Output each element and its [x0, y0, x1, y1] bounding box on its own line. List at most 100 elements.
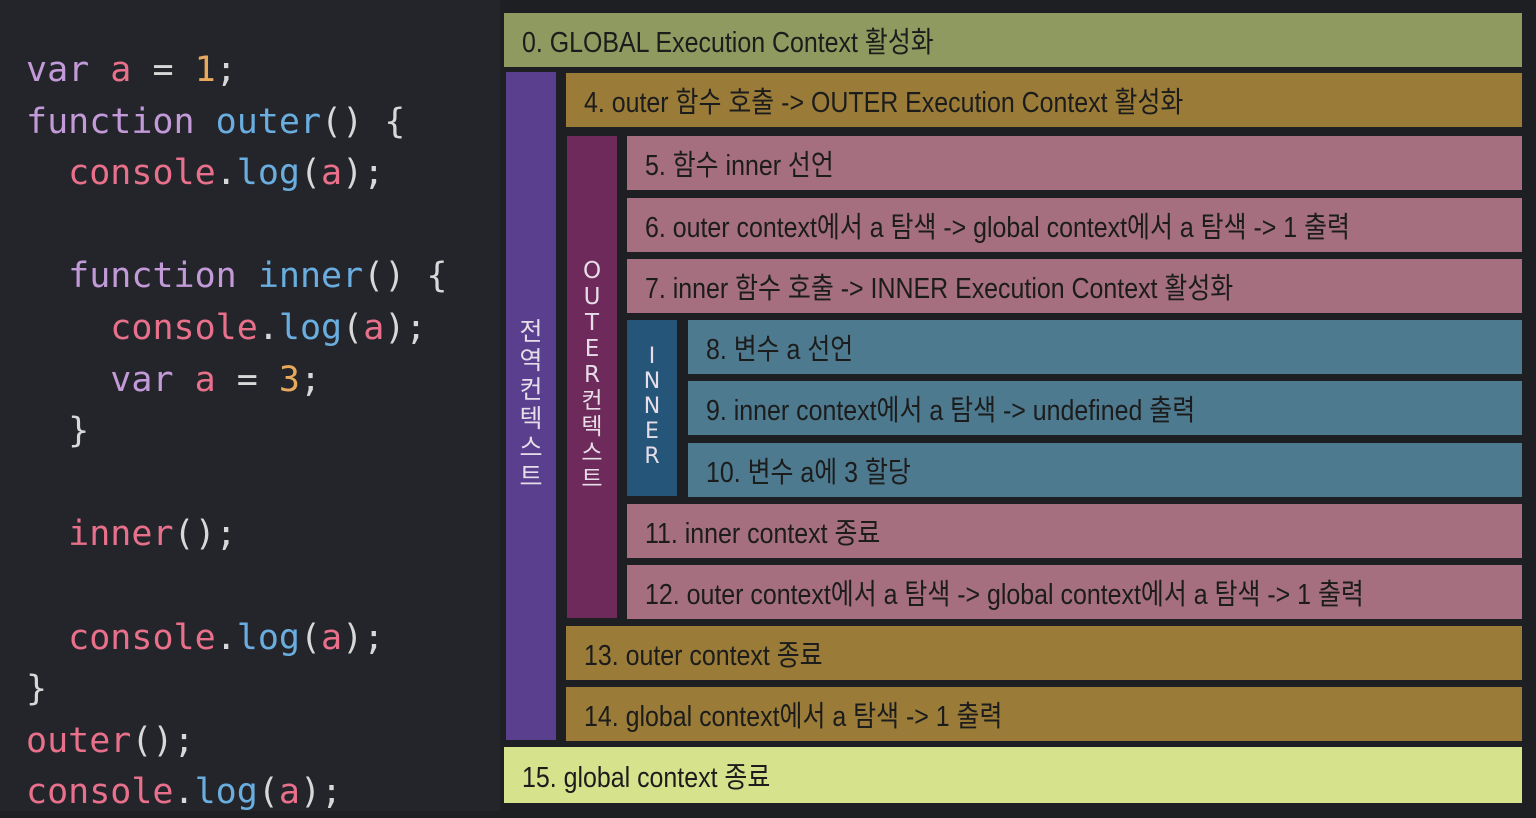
code-token: = — [215, 359, 279, 400]
code-token: function — [68, 256, 237, 297]
step-4: 4. outer 함수 호출 -> OUTER Execution Contex… — [566, 73, 1522, 127]
code-line: var a = 3; — [26, 354, 321, 406]
code-token: console — [26, 772, 174, 813]
code-token: a — [321, 153, 343, 194]
step-8: 8. 변수 a 선언 — [688, 320, 1522, 374]
step-9: 9. inner context에서 a 탐색 -> undefined 출력 — [688, 381, 1522, 435]
step-text: 14. global context에서 a 탐색 -> 1 출력 — [584, 701, 1003, 733]
code-line: console.log(a); — [26, 302, 426, 354]
code-token: inner — [257, 256, 364, 297]
code-token: 1 — [194, 50, 216, 90]
code-token: (); — [131, 720, 195, 761]
step-10: 10. 변수 a에 3 할당 — [688, 443, 1522, 497]
code-line: console.log(a); — [26, 612, 384, 664]
step-text: 0. GLOBAL Execution Context 활성화 — [522, 27, 934, 59]
context-label-char: E — [584, 336, 600, 362]
code-token: ; — [215, 50, 237, 90]
code-line: outer(); — [26, 715, 195, 767]
step-12: 12. outer context에서 a 탐색 -> global conte… — [627, 565, 1522, 619]
context-label-char: R — [584, 362, 600, 388]
context-label-char: O — [582, 258, 602, 284]
code-token: 3 — [278, 359, 300, 400]
code-token: inner — [68, 514, 174, 555]
step-text: 8. 변수 a 선언 — [706, 334, 854, 366]
step-text: 5. 함수 inner 선언 — [645, 150, 834, 182]
context-label-char: 컨 — [581, 388, 603, 414]
code-token: . — [173, 772, 195, 813]
step-11: 11. inner context 종료 — [627, 504, 1522, 558]
step-text: 6. outer context에서 a 탐색 -> global contex… — [645, 212, 1350, 244]
code-token: ); — [342, 617, 385, 658]
context-label-char: 텍 — [581, 414, 603, 440]
code-token: console — [68, 153, 216, 194]
context-label-char: N — [643, 393, 661, 419]
code-token: ( — [342, 308, 364, 348]
code-token: console — [110, 308, 258, 348]
code-token: a — [194, 359, 216, 400]
context-label-char: 역 — [519, 346, 543, 375]
code-token: ); — [342, 153, 385, 194]
context-label-char: 트 — [519, 462, 543, 491]
context-label-char: 스 — [519, 433, 543, 462]
code-token: ( — [299, 617, 322, 658]
step-text: 9. inner context에서 a 탐색 -> undefined 출력 — [706, 395, 1196, 427]
context-label-char: N — [643, 368, 661, 394]
code-token: ( — [299, 153, 322, 194]
code-line: function inner() { — [26, 250, 447, 302]
step-7: 7. inner 함수 호출 -> INNER Execution Contex… — [627, 259, 1522, 313]
code-token: a — [363, 308, 385, 348]
step-text: 7. inner 함수 호출 -> INNER Execution Contex… — [645, 273, 1234, 305]
code-token: } — [26, 411, 90, 452]
context-label-char: R — [644, 443, 660, 469]
context-label-char: 전 — [519, 317, 543, 346]
code-token: var — [110, 359, 174, 400]
code-token: ( — [257, 772, 279, 813]
code-token: . — [215, 153, 237, 194]
code-token: () { — [321, 101, 406, 142]
code-token: a — [321, 617, 343, 658]
context-label-char: 텍 — [519, 404, 543, 433]
code-token: . — [215, 617, 237, 658]
code-line: var a = 1; — [26, 44, 237, 96]
code-line: console.log(a); — [26, 147, 384, 199]
context-label-char: 컨 — [519, 375, 543, 404]
step-6: 6. outer context에서 a 탐색 -> global contex… — [627, 198, 1522, 252]
step-15: 15. global context 종료 — [504, 747, 1522, 803]
code-token: a — [278, 772, 300, 813]
code-token: log — [194, 772, 258, 813]
code-token: . — [257, 308, 279, 348]
code-token: log — [278, 308, 343, 348]
code-line: } — [26, 405, 89, 457]
step-text: 10. 변수 a에 3 할당 — [706, 457, 911, 489]
context-label-char: 트 — [581, 466, 603, 492]
code-token: log — [236, 153, 300, 194]
code-token: (); — [173, 514, 237, 555]
code-panel: var a = 1;function outer() { console.log… — [0, 0, 500, 813]
step-5: 5. 함수 inner 선언 — [627, 136, 1522, 190]
step-text: 4. outer 함수 호출 -> OUTER Execution Contex… — [584, 87, 1184, 119]
step-0: 0. GLOBAL Execution Context 활성화 — [504, 13, 1522, 67]
code-token: a — [110, 50, 132, 90]
code-token: outer — [215, 101, 322, 142]
context-label-char: T — [584, 310, 600, 336]
code-line: inner(); — [26, 508, 237, 560]
context-label-char: E — [645, 418, 659, 444]
step-text: 11. inner context 종료 — [645, 518, 881, 550]
step-text: 13. outer context 종료 — [584, 640, 823, 672]
context-label-char: I — [648, 343, 656, 369]
code-token: console — [68, 617, 216, 658]
code-token: ); — [384, 308, 427, 348]
code-token: ); — [299, 772, 343, 813]
step-14: 14. global context에서 a 탐색 -> 1 출력 — [566, 687, 1522, 741]
step-13: 13. outer context 종료 — [566, 626, 1522, 680]
code-token: ; — [299, 359, 322, 400]
code-line: function outer() { — [26, 96, 405, 148]
step-text: 15. global context 종료 — [522, 762, 771, 794]
code-token: log — [236, 617, 300, 658]
code-token: function — [26, 101, 195, 142]
code-token: () { — [363, 256, 448, 297]
